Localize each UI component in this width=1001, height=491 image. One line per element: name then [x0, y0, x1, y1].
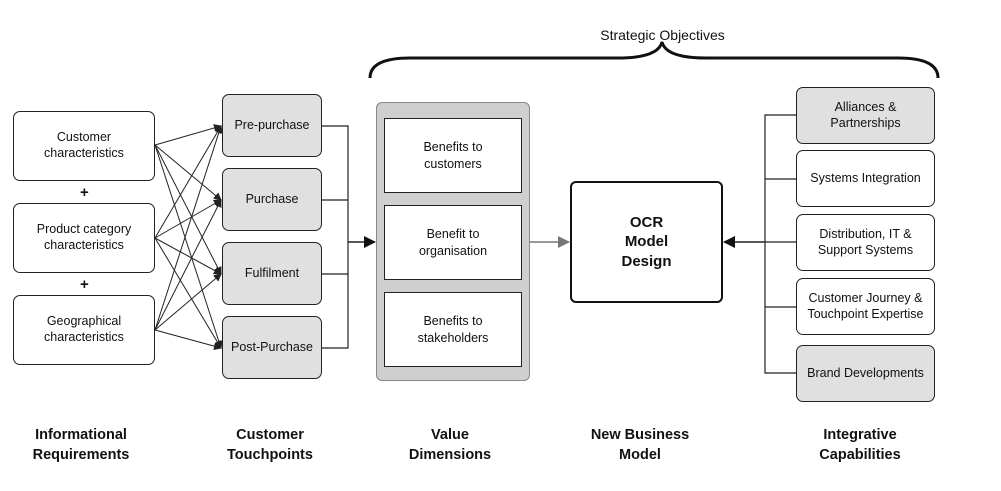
capability-systems-integration: Systems Integration	[796, 150, 935, 207]
capabilities-bracket	[723, 114, 796, 374]
strategic-objectives-brace	[368, 41, 940, 79]
touchpoints-bracket	[322, 125, 376, 349]
touchpoint-fulfilment: Fulfilment	[222, 242, 322, 305]
capability-customer-journey-expertise: Customer Journey & Touchpoint Expertise	[796, 278, 935, 335]
column-title-customer-touchpoints: Customer Touchpoints	[227, 427, 313, 463]
value-benefit-organisation: Benefit to organisation	[384, 205, 522, 280]
ocr-model-design-label: OCR Model Design	[621, 213, 672, 270]
touchpoint-purchase: Purchase	[222, 168, 322, 231]
plus-sign: +	[80, 184, 89, 201]
plus-sign: +	[80, 276, 89, 293]
column-title-integrative-capabilities: Integrative Capabilities	[819, 427, 901, 463]
value-benefits-customers: Benefits to customers	[384, 118, 522, 193]
strategic-objectives-title: Strategic Objectives	[600, 27, 725, 43]
capability-alliances-partnerships: Alliances & Partnerships	[796, 87, 935, 144]
column-title-value-dimensions: Value Dimensions	[408, 427, 492, 463]
informational-to-touchpoint-arrows	[154, 124, 223, 351]
touchpoint-pre-purchase: Pre-purchase	[222, 94, 322, 157]
column-title-new-business-model: New Business Model	[590, 427, 690, 463]
ocr-model-design-box: OCR Model Design	[570, 181, 723, 303]
capability-brand-developments: Brand Developments	[796, 345, 935, 402]
capability-distribution-it-support: Distribution, IT & Support Systems	[796, 214, 935, 271]
value-benefits-stakeholders: Benefits to stakeholders	[384, 292, 522, 367]
touchpoint-post-purchase: Post-Purchase	[222, 316, 322, 379]
column-title-informational-requirements: Informational Requirements	[32, 427, 130, 463]
informational-box-customer: Customer characteristics	[13, 111, 155, 181]
informational-box-product-category: Product category characteristics	[13, 203, 155, 273]
informational-box-geographical: Geographical characteristics	[13, 295, 155, 365]
